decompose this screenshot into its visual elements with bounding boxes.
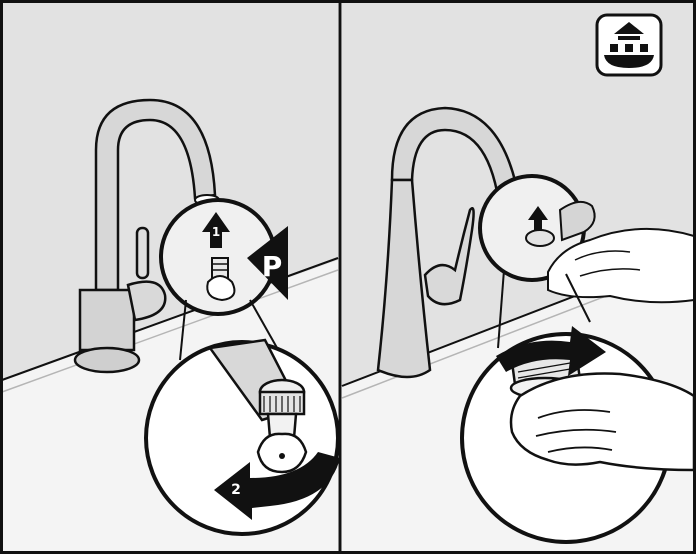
left-faucet-body — [80, 290, 134, 350]
left-detail-circle-large: 2 — [146, 340, 340, 534]
tiered-vessel-with-up-arrow-icon — [597, 15, 661, 75]
step-2-label: 2 — [231, 482, 241, 498]
step-1-label: 1 — [212, 225, 220, 239]
right-hand — [511, 373, 694, 470]
left-faucet-handle-lever — [137, 228, 148, 278]
left-panel: 1 P — [2, 2, 340, 552]
tool-p-label: P — [262, 250, 283, 283]
right-panel — [342, 2, 694, 552]
left-faucet-base — [75, 348, 139, 372]
